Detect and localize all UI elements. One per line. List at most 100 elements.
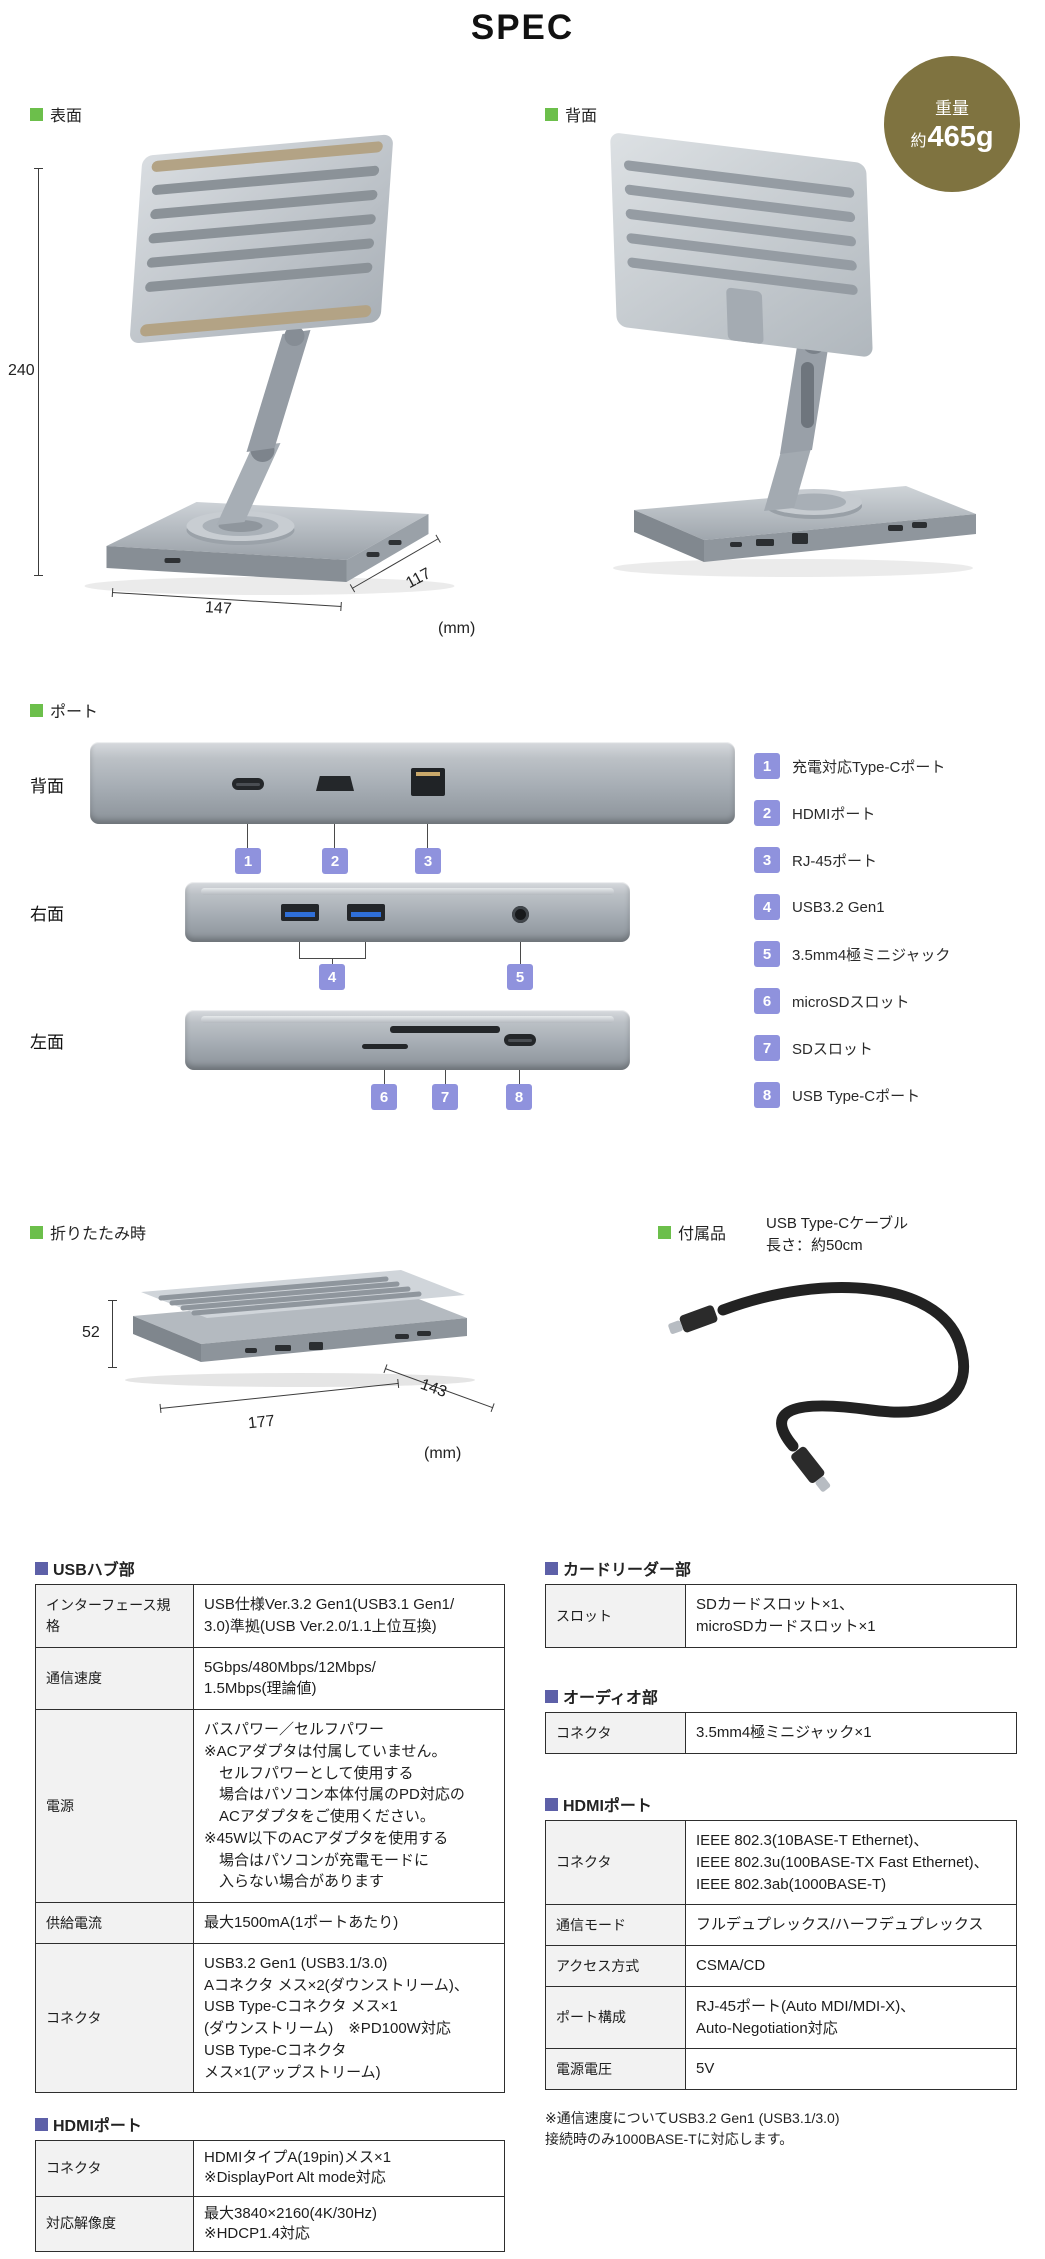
section-marker-icon xyxy=(30,107,43,121)
accessory-section-header: 付属品 xyxy=(658,1220,726,1244)
leader-line xyxy=(427,824,428,848)
table-row: 電源バスパワー／セルフパワー ※ACアダプタは付属していません。 セルフパワーと… xyxy=(35,1709,505,1903)
dimension-label: 177 xyxy=(247,1412,276,1433)
accessory-length: 長さ：約50cm xyxy=(766,1237,863,1254)
section-marker-icon xyxy=(545,107,558,121)
lan-table-title: HDMIポート xyxy=(545,1792,652,1816)
front-view-image xyxy=(84,134,455,595)
port-number-badge: 3 xyxy=(754,847,780,873)
leader-line xyxy=(299,942,300,958)
usb-a-port-icon xyxy=(347,904,385,921)
spec-label: アクセス方式 xyxy=(545,1945,686,1987)
port-number-badge: 3 xyxy=(415,848,441,874)
spec-label: 電源電圧 xyxy=(545,2048,686,2090)
port-legend-label: USB3.2 Gen1 xyxy=(792,898,885,916)
audio-jack-icon xyxy=(512,906,529,923)
usb-hub-title-label: USBハブ部 xyxy=(53,1562,135,1579)
leader-line xyxy=(519,1070,520,1084)
port-number-badge: 4 xyxy=(319,964,345,990)
port-number-badge: 8 xyxy=(754,1082,780,1108)
table-marker-icon xyxy=(35,1561,48,1575)
port-legend-item: 6 microSDスロット xyxy=(754,988,950,1014)
table-row: 対応解像度最大3840×2160(4K/30Hz) ※HDCP1.4対応 xyxy=(35,2195,505,2252)
weight-value: 約465g xyxy=(910,121,993,154)
spec-label: ポート構成 xyxy=(545,1985,686,2050)
table-row: 供給電流最大1500mA(1ポートあたり) xyxy=(35,1902,505,1944)
port-legend-item: 3 RJ-45ポート xyxy=(754,847,950,873)
backview-label: 背面 xyxy=(565,108,598,125)
dimension-label: 147 xyxy=(204,599,233,618)
port-legend-label: microSDスロット xyxy=(792,993,910,1011)
dimension-label: 240 xyxy=(8,362,35,379)
card-reader-title-label: カードリーダー部 xyxy=(563,1562,692,1579)
usb-c-port-icon xyxy=(232,778,264,790)
hdmi-title-label: HDMIポート xyxy=(53,2118,142,2135)
section-marker-icon xyxy=(30,1225,43,1239)
weight-badge: 重量 約465g xyxy=(884,56,1020,192)
spec-value: RJ-45ポート(Auto MDI/MDI-X)、 Auto-Negotiati… xyxy=(685,1985,1017,2050)
card-reader-table-title: カードリーダー部 xyxy=(545,1556,691,1580)
audio-title-label: オーディオ部 xyxy=(563,1690,658,1707)
weight-prefix: 約 xyxy=(910,133,927,150)
footnote: ※通信速度についてUSB3.2 Gen1 (USB3.1/3.0) 接続時のみ1… xyxy=(545,2110,840,2147)
spec-label: インターフェース規格 xyxy=(35,1584,194,1648)
sd-slot-icon xyxy=(390,1026,500,1033)
ports-section-header: ポート xyxy=(30,698,98,722)
spec-value: HDMIタイプA(19pin)メス×1 ※DisplayPort Alt mod… xyxy=(193,2140,505,2197)
usb-a-port-icon xyxy=(281,904,319,921)
spec-label: 対応解像度 xyxy=(35,2195,194,2252)
spec-value: バスパワー／セルフパワー ※ACアダプタは付属していません。 セルフパワーとして… xyxy=(193,1709,505,1903)
spec-label: コネクタ xyxy=(35,1942,194,2094)
port-legend-label: 3.5mm4極ミニジャック xyxy=(792,946,951,964)
cable-image xyxy=(668,1282,969,1492)
ports-left-view-label: 左面 xyxy=(30,1033,64,1052)
port-number-badge: 7 xyxy=(754,1035,780,1061)
spec-label: 通信モード xyxy=(545,1904,686,1946)
port-legend-label: 充電対応Type-Cポート xyxy=(792,758,946,776)
leader-line xyxy=(520,942,521,964)
port-number-badge: 7 xyxy=(432,1084,458,1110)
port-number-badge: 1 xyxy=(754,753,780,779)
table-marker-icon xyxy=(35,2117,48,2131)
leader-line xyxy=(365,942,366,958)
port-number-badge: 8 xyxy=(506,1084,532,1110)
hub-right-strip-image xyxy=(185,882,630,942)
spec-label: 供給電流 xyxy=(35,1902,194,1944)
port-number-badge: 4 xyxy=(754,894,780,920)
weight-number: 465g xyxy=(927,121,994,153)
port-number-badge: 2 xyxy=(322,848,348,874)
port-number-badge: 5 xyxy=(507,964,533,990)
port-legend-item: 4 USB3.2 Gen1 xyxy=(754,894,950,920)
leader-line xyxy=(247,824,248,848)
surface-section-header: 表面 xyxy=(30,102,82,126)
section-marker-icon xyxy=(658,1225,671,1239)
spec-label: 電源 xyxy=(35,1709,194,1903)
leader-line xyxy=(334,824,335,848)
spec-value: 5V xyxy=(685,2048,1017,2090)
spec-label: コネクタ xyxy=(35,2140,194,2197)
lan-title-label: HDMIポート xyxy=(563,1798,652,1815)
spec-value: SDカードスロット×1、 microSDカードスロット×1 xyxy=(685,1584,1017,1648)
spec-value: 最大3840×2160(4K/30Hz) ※HDCP1.4対応 xyxy=(193,2195,505,2252)
table-marker-icon xyxy=(545,1797,558,1811)
port-legend-label: RJ-45ポート xyxy=(792,852,878,870)
spec-label: コネクタ xyxy=(545,1819,686,1906)
leader-line xyxy=(332,958,333,964)
port-number-badge: 6 xyxy=(754,988,780,1014)
back-view-image xyxy=(610,133,976,577)
spec-value: 5Gbps/480Mbps/12Mbps/ 1.5Mbps(理論値) xyxy=(193,1646,505,1710)
rj45-port-icon xyxy=(411,768,445,796)
